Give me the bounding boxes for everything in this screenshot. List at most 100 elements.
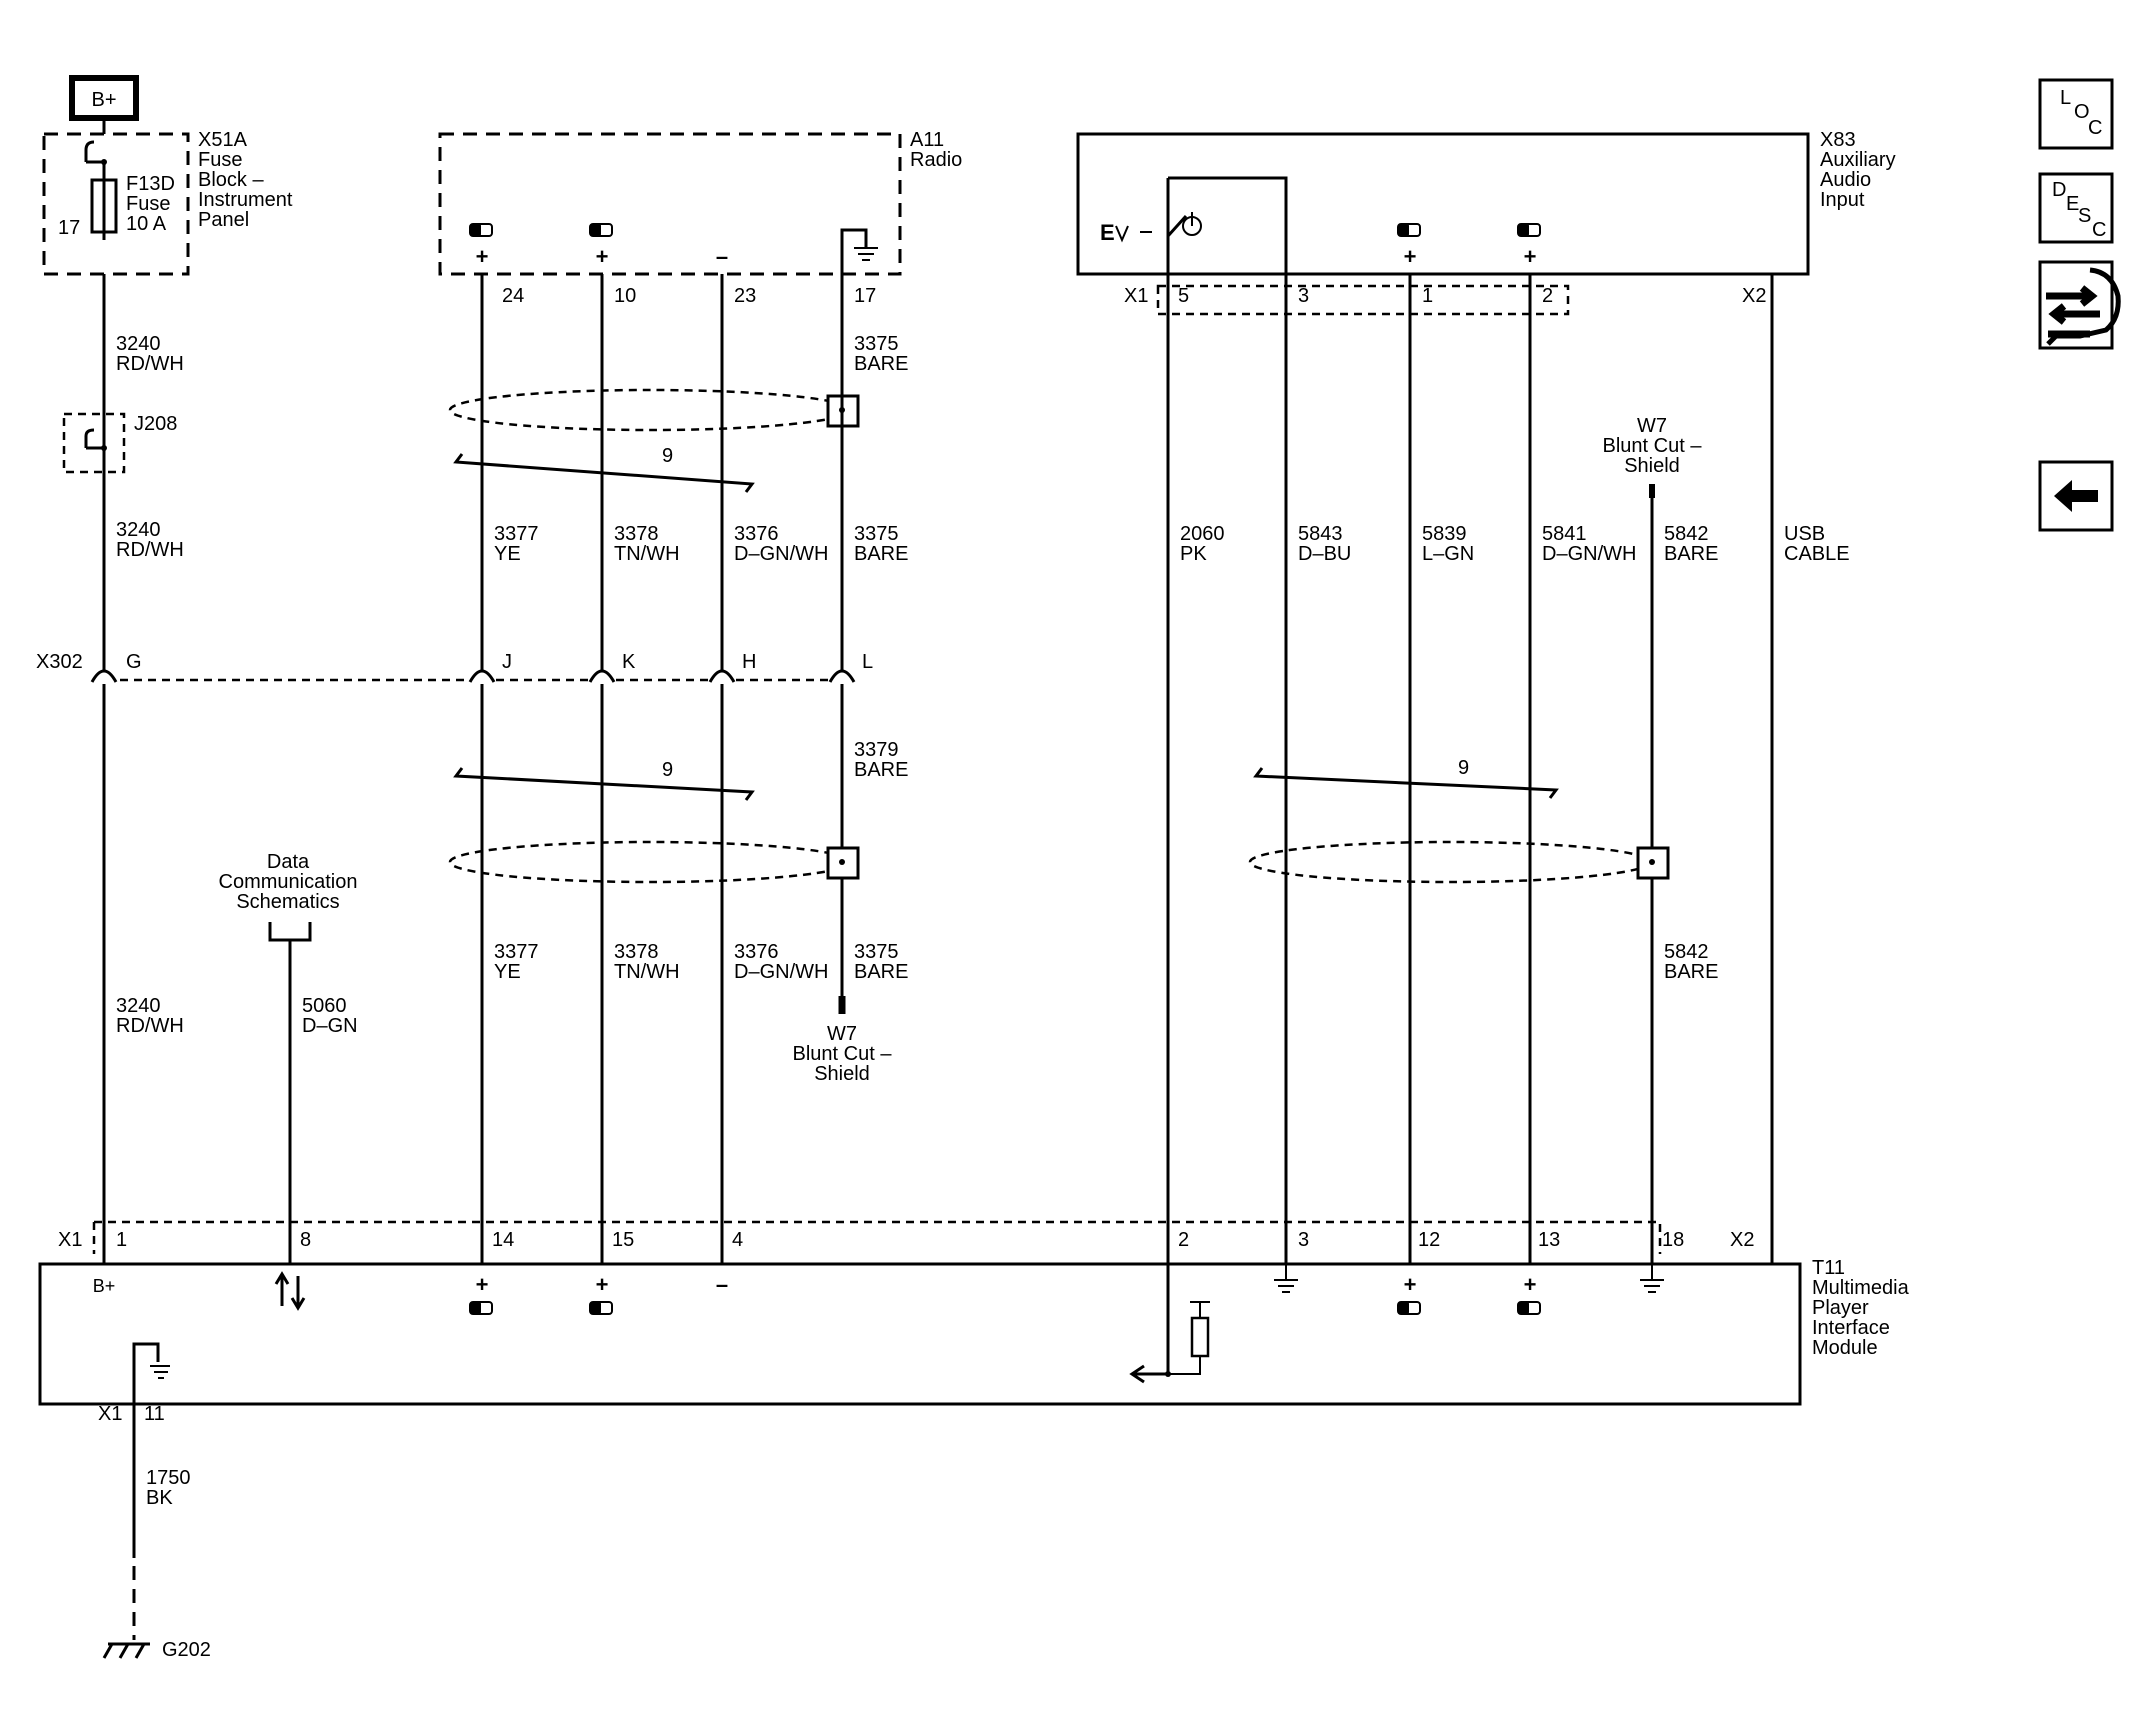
hand-connector-icon <box>2046 267 2121 346</box>
battery-label: B+ <box>91 89 116 111</box>
x302-pin: K <box>622 651 636 673</box>
aux-pin: 2 <box>1542 285 1553 307</box>
audio-plus-icon <box>1517 223 1541 237</box>
t11-pin: 3 <box>1298 1229 1309 1251</box>
desc-letter: C <box>2092 219 2106 241</box>
twisted-pair-indicator <box>453 453 755 493</box>
connector-x302-label: X302 <box>36 651 83 673</box>
shield-wrap <box>448 388 852 432</box>
connector-view-button[interactable] <box>2038 260 2121 350</box>
radio-pin: 23 <box>734 285 756 307</box>
plus-sign: + <box>1524 1272 1537 1297</box>
audio-plus-icon <box>469 1301 493 1315</box>
aux-pin: 3 <box>1298 285 1309 307</box>
loc-letter: C <box>2088 117 2102 139</box>
x302-pin: G <box>126 651 142 673</box>
chassis-ground-icon <box>102 1642 150 1659</box>
ground-icon <box>1640 1264 1664 1293</box>
bidirectional-data-icon <box>274 1271 306 1311</box>
splice-j208: J208 <box>62 412 177 474</box>
plus-sign: + <box>1404 244 1417 269</box>
desc-letter: D <box>2052 179 2066 201</box>
ground-g202-label: G202 <box>162 1639 211 1661</box>
plus-sign: + <box>596 1272 609 1297</box>
loc-letter: L <box>2060 87 2071 109</box>
minus-sign: – <box>716 1272 728 1297</box>
connector-label: X1 <box>1124 285 1148 307</box>
battery-terminal: B+ <box>69 75 139 121</box>
audio-plus-icon <box>1397 223 1421 237</box>
back-arrow-icon <box>2054 480 2098 512</box>
audio-plus-icon <box>589 223 613 237</box>
audio-plus-icon <box>1397 1301 1421 1315</box>
minus-sign: – <box>716 244 728 269</box>
plus-sign: + <box>596 244 609 269</box>
back-button[interactable] <box>2038 460 2114 532</box>
shield-wrap <box>1248 840 1652 884</box>
desc-letter: E <box>2066 193 2079 215</box>
aux-pin: 1 <box>1422 285 1433 307</box>
location-button[interactable]: L O C <box>2038 78 2114 150</box>
connector-x83-x1 <box>1156 284 1570 316</box>
t11-pin: 8 <box>300 1229 311 1251</box>
desc-letter: S <box>2078 205 2091 227</box>
plus-sign: + <box>476 1272 489 1297</box>
description-button[interactable]: D E S C <box>2038 172 2114 244</box>
plus-sign: + <box>476 244 489 269</box>
t11-pin: 12 <box>1418 1229 1440 1251</box>
connector-label: X1 <box>98 1403 122 1425</box>
t11-ground-pin: 11 <box>144 1403 165 1425</box>
radio-pin: 17 <box>854 285 876 307</box>
connector-label: X1 <box>58 1229 82 1251</box>
radio-pin: 10 <box>614 285 636 307</box>
power-icon <box>1182 212 1202 236</box>
t11-pin: 4 <box>732 1229 743 1251</box>
connector-label: X2 <box>1730 1229 1754 1251</box>
t11-pin: 14 <box>492 1229 514 1251</box>
twist-count: 9 <box>1458 757 1469 779</box>
plus-sign: + <box>1524 244 1537 269</box>
radio-pin: 24 <box>502 285 524 307</box>
ground-icon <box>1274 1264 1298 1293</box>
audio-plus-icon <box>1517 1301 1541 1315</box>
connector-x302: X302 G J K H L <box>36 651 873 683</box>
aux-pin: 5 <box>1178 285 1189 307</box>
connector-label: X2 <box>1742 285 1766 307</box>
splice-j208-label: J208 <box>134 413 177 435</box>
t11-pin: 15 <box>612 1229 634 1251</box>
fuse-block-pin: 17 <box>58 217 80 239</box>
ev-symbol: E <box>1100 220 1115 245</box>
t11-pin: 1 <box>116 1229 127 1251</box>
x302-pin: H <box>742 651 756 673</box>
audio-plus-icon <box>589 1301 613 1315</box>
t11-pin: 18 <box>1662 1229 1684 1251</box>
x302-pin: L <box>862 651 873 673</box>
shield-wrap <box>448 840 852 884</box>
